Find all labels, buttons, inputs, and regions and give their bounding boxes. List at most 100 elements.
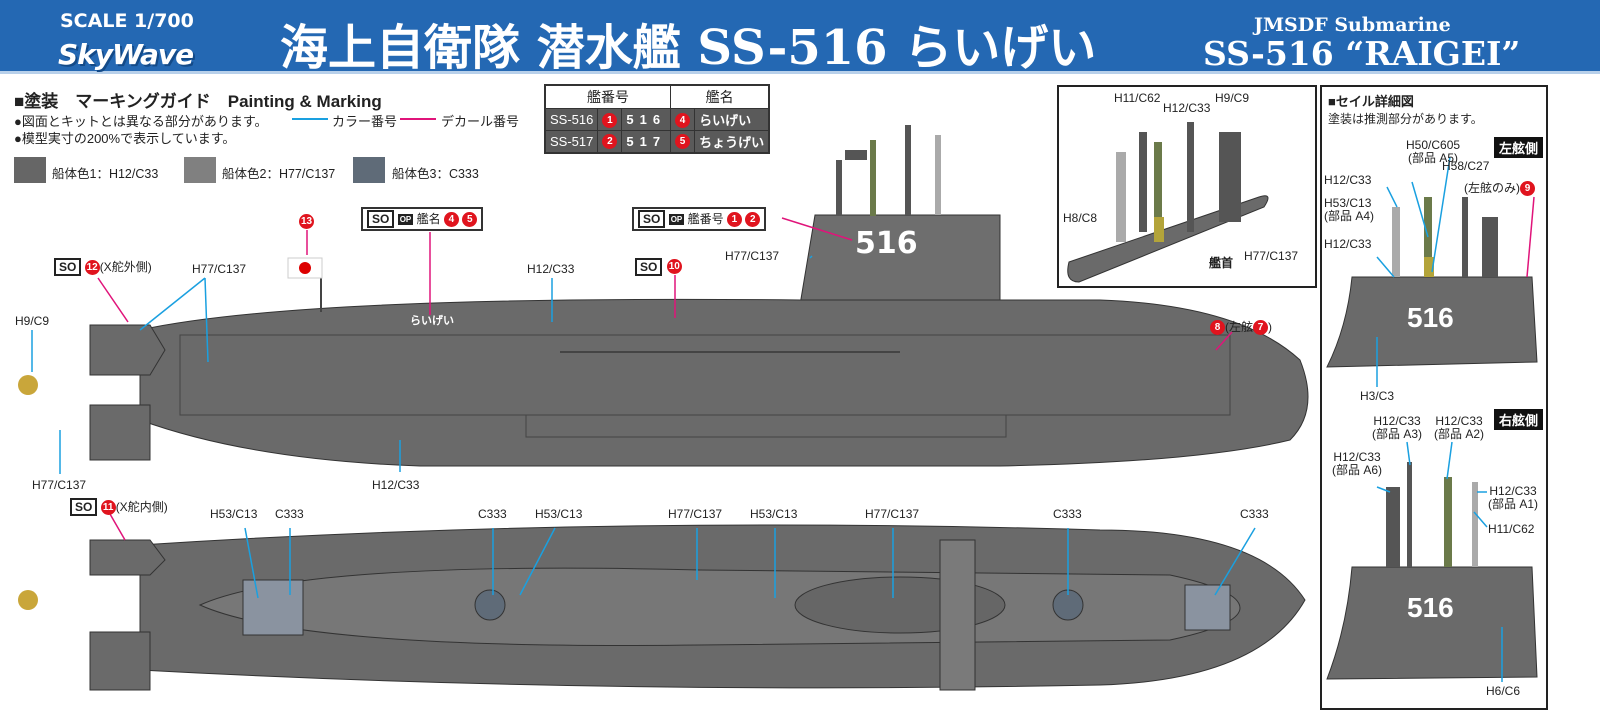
- sail-detail-note: 塗装は推測部分があります。: [1328, 112, 1483, 126]
- ship-name-mark: らいげい: [410, 313, 454, 327]
- port-only-note: (左舷のみ)9: [1464, 179, 1535, 197]
- decal-number: 2: [602, 134, 618, 150]
- decal-callout-name: SO OP 艦名 4 5: [361, 207, 484, 231]
- decal-number: 11: [100, 500, 116, 516]
- decal-number: 5: [675, 134, 691, 150]
- hull-number: 516: [621, 108, 672, 131]
- color-label: H53/C13: [210, 507, 258, 521]
- color-label: H9/C9: [15, 314, 50, 328]
- decal-number: 1: [726, 212, 742, 228]
- sail-number-mark: 516: [855, 226, 918, 261]
- color-label: C333: [478, 507, 507, 521]
- guide-heading: ■塗装 マーキングガイド Painting & Marking: [14, 92, 382, 111]
- swatch-label: 船体色2：H77/C137: [222, 167, 336, 181]
- swatch-label: 船体色1：H12/C33: [52, 167, 159, 181]
- page-title: 海上自衛隊 潜水艦 SS-516 らいげい: [280, 20, 1097, 76]
- color-label: H50/C605(部品 A5): [1406, 139, 1460, 165]
- decal-callout-10: SO 10: [635, 258, 682, 276]
- part-code: (部品 A1): [1488, 497, 1539, 511]
- sail-detail-panel: ■セイル詳細図 塗装は推測部分があります。 左舷側 516 516 H50/C6…: [1320, 85, 1548, 710]
- decal-callout-number: SO OP 艦番号 1 2: [632, 207, 767, 231]
- sail-mast-panel: H11/C62 H12/C33 H9/C9 H8/C8 H77/C137 艦首: [1057, 85, 1317, 288]
- color-label: H77/C137: [32, 478, 87, 492]
- color-label: H53/C13(部品 A4): [1324, 197, 1374, 223]
- color-legend-line: [292, 118, 328, 120]
- decal-callout-11: SO 11(X舵内側): [70, 498, 168, 516]
- so-badge: SO: [70, 498, 98, 516]
- ship-name: らいげい: [694, 108, 770, 131]
- color-label: H53/C13: [535, 507, 583, 521]
- top-view: [18, 524, 1306, 691]
- op-badge: OP: [397, 214, 414, 226]
- col-header: 艦名: [670, 84, 770, 109]
- color-label: H8/C8: [1063, 211, 1098, 225]
- decal-number: 4: [443, 212, 459, 228]
- color-label: C333: [1053, 507, 1082, 521]
- color-label: H12/C33(部品 A6): [1332, 451, 1382, 477]
- part-code: (部品 A4): [1324, 209, 1375, 223]
- color-code: H50/C605: [1406, 138, 1461, 152]
- decal-number: 12: [84, 260, 100, 276]
- starboard-side-tag: 右舷側: [1494, 409, 1544, 430]
- swatch-hull-2: [184, 157, 216, 183]
- swatch-hull-3: [353, 157, 385, 183]
- color-label: H12/C33: [1324, 237, 1372, 251]
- color-label: H77/C137: [725, 249, 780, 263]
- so-badge: SO: [367, 210, 395, 228]
- subtitle-ship: SS-516 “RAIGEI”: [1203, 34, 1521, 73]
- decal-legend-label: デカール番号: [441, 114, 520, 129]
- decal-number: 13: [299, 214, 314, 230]
- color-label: H12/C33(部品 A3): [1372, 415, 1422, 441]
- decal-leader-lines: [97, 217, 1233, 541]
- note-differences: ●図面とキットとは異なる部分があります。: [14, 114, 268, 129]
- callout-note: (左舷: [1225, 320, 1253, 334]
- decal-number: 8: [1210, 320, 1225, 336]
- sail-number-mark: 516: [1407, 302, 1454, 333]
- col-header: 艦番号: [544, 84, 672, 109]
- color-leader-lines: [31, 255, 1256, 599]
- bow-label: 艦首: [1209, 256, 1234, 270]
- op-badge: OP: [668, 214, 685, 226]
- color-code: H12/C33: [1373, 414, 1421, 428]
- title-banner: SCALE 1/700 SkyWave 海上自衛隊 潜水艦 SS-516 らいげ…: [0, 0, 1600, 76]
- color-label: H11/C62: [1488, 522, 1535, 536]
- brand-logo: SkyWave: [58, 38, 194, 71]
- part-code: (部品 A3): [1372, 427, 1423, 441]
- decal-number: 7: [1253, 320, 1268, 336]
- so-badge: SO: [635, 258, 663, 276]
- color-label: H77/C137: [865, 507, 920, 521]
- part-code: (部品 A6): [1332, 463, 1383, 477]
- color-label: H77/C137: [1244, 249, 1299, 263]
- color-legend-label: カラー番号: [332, 114, 398, 129]
- sail-number-mark: 516: [1407, 592, 1454, 623]
- color-label: H77/C137: [192, 262, 247, 276]
- color-label: H53/C13: [750, 507, 798, 521]
- color-label: C333: [1240, 507, 1269, 521]
- color-code: H12/C33: [1333, 450, 1381, 464]
- color-code: H12/C33: [1435, 414, 1483, 428]
- callout-note: (X舵外側): [99, 260, 152, 274]
- callout-label: 艦名: [416, 212, 441, 226]
- color-code: H53/C13: [1324, 196, 1372, 210]
- sail-detail-drawing: 516 516: [1326, 156, 1538, 682]
- sail-detail-heading: ■セイル詳細図: [1328, 94, 1414, 109]
- color-label: C333: [275, 507, 304, 521]
- decal-legend-line: [400, 118, 436, 120]
- swatch-hull-1: [14, 157, 46, 183]
- decal-number: 4: [675, 112, 691, 128]
- callout-note: (X舵内側): [115, 500, 168, 514]
- note-scale: ●模型実寸の200%で表示しています。: [14, 131, 236, 146]
- hull-number: 517: [621, 130, 672, 153]
- so-badge: SO: [638, 210, 666, 228]
- color-label: H12/C33(部品 A1): [1488, 485, 1538, 511]
- decal-number: 9: [1520, 181, 1535, 197]
- part-code: (部品 A2): [1434, 427, 1485, 441]
- color-label: H77/C137: [668, 507, 723, 521]
- subtitle-en: JMSDF Submarine: [1254, 14, 1451, 36]
- scale-label: SCALE 1/700: [60, 10, 194, 32]
- color-label: H6/C6: [1486, 684, 1521, 698]
- color-code: H12/C33: [1489, 484, 1537, 498]
